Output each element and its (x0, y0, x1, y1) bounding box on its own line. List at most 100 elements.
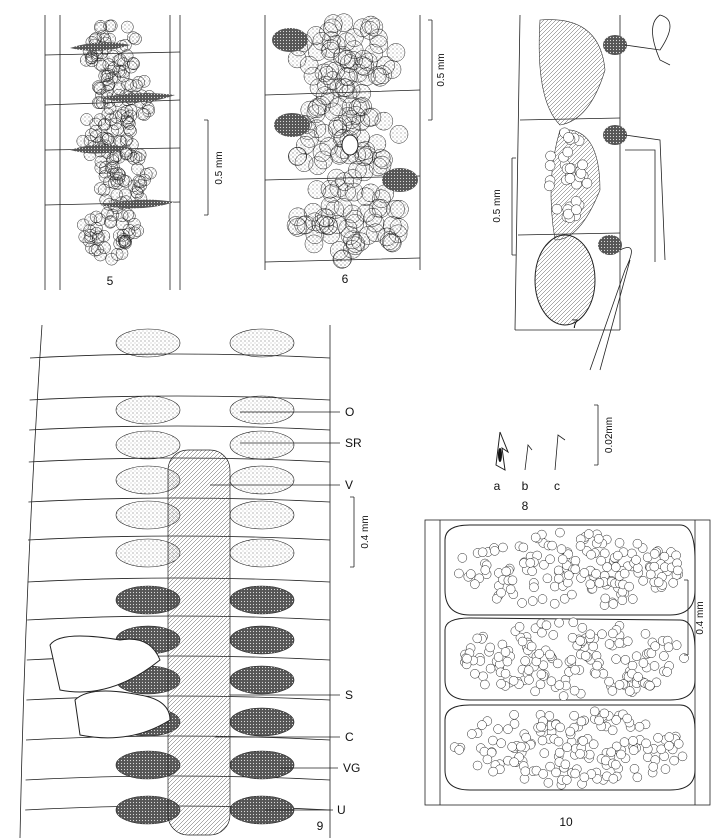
cell (653, 577, 664, 587)
cell (94, 161, 108, 175)
cell (498, 542, 508, 553)
figure-8-part-b: b (522, 479, 529, 493)
cell (104, 215, 118, 228)
cell (575, 168, 587, 179)
cell (616, 749, 626, 760)
cell (608, 599, 619, 609)
cell (326, 61, 345, 81)
cell (386, 43, 406, 62)
cell (534, 649, 544, 659)
cell (351, 112, 371, 131)
cell (653, 733, 663, 743)
cell (509, 757, 519, 767)
cell (562, 775, 572, 785)
cell (606, 747, 616, 757)
cell (611, 654, 621, 664)
cell (543, 778, 554, 788)
cell (303, 66, 323, 86)
cell (527, 566, 537, 576)
cell (600, 593, 611, 604)
cell (563, 132, 574, 143)
cell (611, 759, 621, 770)
cell (317, 75, 336, 95)
cell (669, 755, 679, 766)
cell (570, 665, 580, 675)
cell (324, 102, 343, 122)
cell (354, 147, 374, 167)
cell (585, 629, 595, 640)
cell (575, 749, 585, 759)
cell (545, 649, 555, 660)
organ-left (115, 395, 181, 425)
cell (546, 676, 557, 686)
cell (591, 668, 601, 679)
cell (620, 655, 631, 665)
cell (454, 568, 464, 579)
cell (586, 549, 596, 560)
cell (536, 669, 547, 680)
cell (296, 215, 316, 234)
cell (668, 578, 678, 588)
cell (514, 622, 525, 632)
cell (120, 49, 134, 62)
cell (656, 744, 666, 755)
cell (374, 150, 393, 170)
organ-right (229, 665, 295, 695)
cell (650, 641, 660, 651)
cell (537, 735, 548, 746)
cell (550, 581, 560, 592)
figure-7-scale: 0.5 mm (492, 189, 503, 222)
cell (663, 642, 674, 652)
cell (121, 20, 134, 34)
cell (579, 568, 590, 578)
cell (454, 745, 464, 755)
cell (315, 215, 334, 235)
cell (115, 209, 129, 222)
cell (542, 573, 553, 584)
figure-10: 10 0.4 mm (424, 519, 711, 829)
cell (110, 167, 123, 180)
cell (520, 656, 530, 666)
cell (94, 20, 107, 33)
organ-right (229, 395, 295, 425)
cell (614, 680, 625, 690)
cell (307, 180, 327, 199)
cell (480, 679, 490, 690)
cell (91, 243, 104, 256)
cell (632, 538, 643, 549)
cell (127, 31, 140, 44)
cell (472, 760, 483, 771)
cell (306, 26, 326, 45)
cell (562, 146, 574, 158)
cell (496, 587, 506, 598)
figure-5: 5 0.5 mm (44, 15, 225, 290)
cell (112, 82, 126, 96)
cell (579, 772, 590, 783)
cell (132, 76, 145, 89)
cell (634, 722, 645, 732)
cell (554, 617, 564, 628)
figure-8-part-c: c (554, 479, 560, 493)
cell (144, 166, 157, 180)
cell (580, 651, 591, 661)
organ-right (229, 538, 295, 568)
cell (472, 633, 483, 644)
cell (507, 742, 517, 752)
cell (535, 679, 546, 690)
cell (108, 150, 122, 164)
cell (530, 532, 541, 543)
cell (571, 204, 582, 215)
cell (539, 748, 550, 758)
cell (599, 708, 610, 719)
cell (367, 134, 387, 153)
cell (383, 216, 402, 235)
cell (631, 555, 641, 565)
cell (369, 35, 389, 54)
cell (314, 123, 333, 143)
cell (538, 769, 548, 779)
figure-6-number: 6 (342, 272, 349, 286)
cell (477, 547, 488, 558)
cell (659, 651, 669, 661)
cell (132, 175, 146, 188)
cell (547, 540, 557, 551)
